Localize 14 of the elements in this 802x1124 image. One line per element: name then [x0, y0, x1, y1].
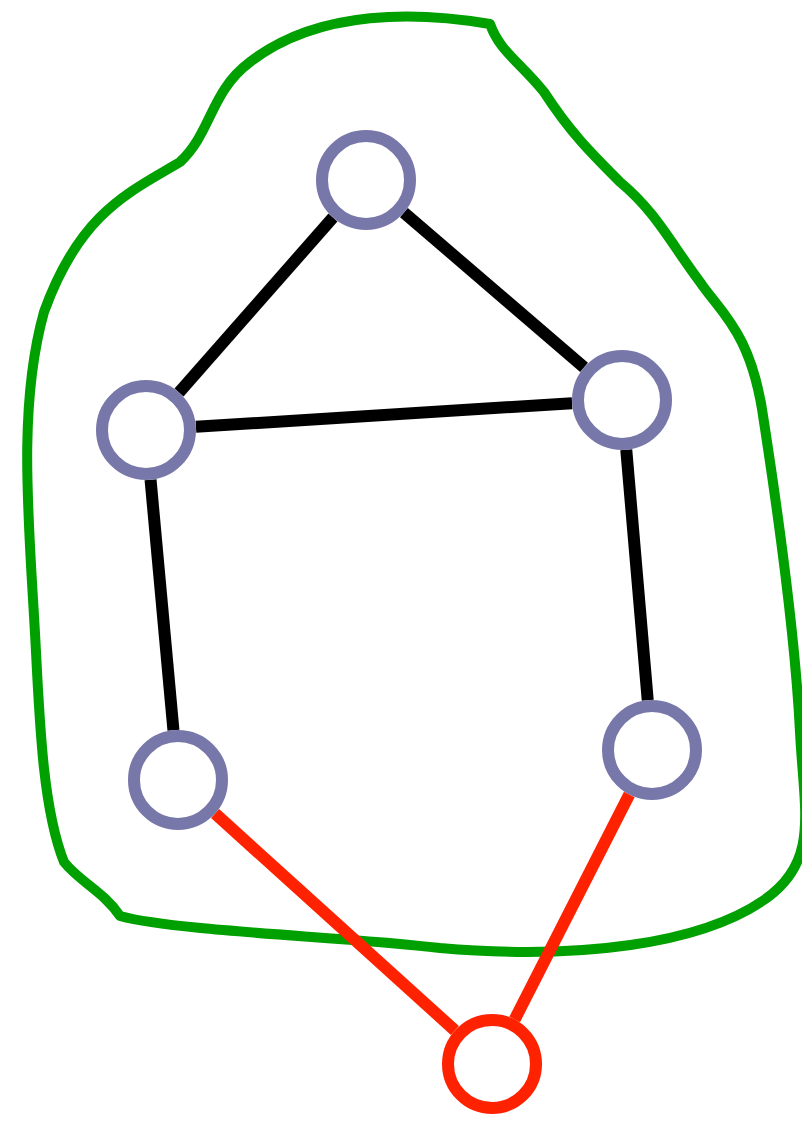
graph-vertex [96, 380, 196, 480]
graph-vertex [442, 1014, 542, 1114]
graph-edge [509, 791, 635, 1023]
graph-edge [400, 208, 588, 372]
graph-edge [195, 397, 573, 433]
graph-edge [211, 809, 459, 1035]
graph-vertex [602, 700, 702, 800]
group-outline [22, 11, 802, 957]
graph-edge [620, 449, 654, 701]
graph-edge [144, 479, 180, 731]
graph-vertex [572, 350, 672, 450]
graph-vertex [316, 130, 416, 230]
graph-vertex [128, 730, 228, 830]
graph-edge [174, 213, 338, 397]
